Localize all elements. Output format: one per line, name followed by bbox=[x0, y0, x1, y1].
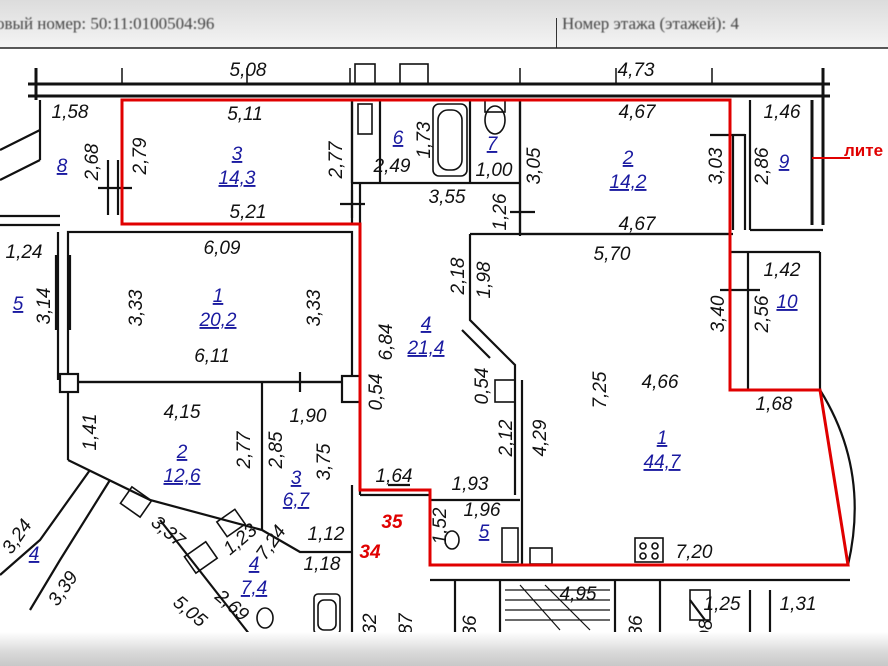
dim-d33: 7,25 bbox=[590, 371, 611, 408]
floor-number-text: Номер этажа (этажей): 4 bbox=[562, 14, 739, 33]
cadastral-number-text: овый номер: 50:11:0100504:96 bbox=[0, 14, 215, 33]
dim-d51: 1,12 bbox=[308, 524, 345, 545]
dim-d27: 3,40 bbox=[708, 295, 729, 332]
room-4-low-number: 4 bbox=[249, 554, 260, 575]
room-6-number: 6 bbox=[393, 128, 404, 149]
dim-d35: 4,15 bbox=[164, 402, 201, 423]
dim-top-2: 4,73 bbox=[618, 60, 655, 81]
dim-d30: 6,11 bbox=[194, 346, 230, 367]
room-3-low-area: 6,7 bbox=[283, 490, 311, 511]
dim-d43: 4,29 bbox=[530, 419, 551, 456]
dim-d59: 1,25 bbox=[704, 594, 741, 615]
room-9-number: 9 bbox=[779, 152, 790, 173]
dim-d28: 2,56 bbox=[752, 295, 773, 333]
dim-d8: 1,73 bbox=[414, 121, 435, 158]
room-1-main-area: 44,7 bbox=[644, 452, 682, 473]
dim-d24: 3,33 bbox=[126, 289, 147, 326]
room-3-low-number: 3 bbox=[291, 468, 302, 489]
room-4-hall-number: 4 bbox=[421, 314, 432, 335]
dim-d25: 3,33 bbox=[304, 289, 325, 326]
room-7-number: 7 bbox=[487, 134, 499, 155]
dim-d10: 1,00 bbox=[476, 160, 513, 181]
dim-d5: 2,68 bbox=[82, 143, 103, 181]
dim-d20: 5,70 bbox=[594, 244, 631, 265]
side-label: лите bbox=[844, 141, 883, 160]
dim-d63: 36 bbox=[460, 615, 481, 637]
dim-d48: 3,37 bbox=[147, 512, 190, 553]
room-2-number: 2 bbox=[622, 148, 634, 169]
dim-d18: 1,24 bbox=[6, 242, 43, 263]
dim-top-1: 5,08 bbox=[230, 60, 267, 81]
room-3-area: 14,3 bbox=[219, 168, 256, 189]
header-divider bbox=[556, 18, 557, 48]
dim-d62: 87 bbox=[396, 612, 417, 635]
dim-d22: 1,98 bbox=[474, 261, 495, 298]
dim-d41: 3,75 bbox=[314, 443, 335, 480]
dim-d58: 4,95 bbox=[560, 584, 597, 605]
room-1-left-number: 1 bbox=[213, 286, 224, 307]
dim-d46: 1,96 bbox=[464, 500, 501, 521]
dim-d21: 2,18 bbox=[448, 257, 469, 295]
room-5-left-number: 5 bbox=[13, 294, 24, 315]
dim-d9: 2,49 bbox=[373, 156, 411, 177]
room-2-area: 14,2 bbox=[610, 172, 647, 193]
dim-d54: 3,39 bbox=[44, 567, 83, 610]
dim-d7: 2,77 bbox=[326, 140, 347, 179]
dim-d23: 3,14 bbox=[34, 288, 55, 325]
dim-d17: 4,67 bbox=[619, 214, 657, 235]
dim-d15: 5,21 bbox=[230, 202, 267, 223]
dim-d60: 1,31 bbox=[780, 594, 817, 615]
dim-d31: 0,54 bbox=[366, 374, 387, 411]
dim-d40: 2,85 bbox=[266, 431, 287, 469]
dim-d39: 2,77 bbox=[234, 430, 255, 469]
dim-d13: 2,86 bbox=[752, 147, 773, 185]
dim-d29: 6,84 bbox=[376, 324, 397, 361]
dim-d16: 1,26 bbox=[490, 193, 511, 230]
room-2-low-area: 12,6 bbox=[164, 466, 201, 487]
room-5-bath-number: 5 bbox=[479, 522, 490, 543]
dim-d1: 1,58 bbox=[52, 102, 89, 123]
dim-d57: 7,20 bbox=[676, 542, 713, 563]
room-4-low-area: 7,4 bbox=[241, 578, 267, 599]
dim-d11: 3,05 bbox=[524, 147, 545, 184]
dim-d47: 1,52 bbox=[430, 507, 451, 544]
dim-d19: 6,09 bbox=[204, 238, 241, 259]
dim-d38: 1,68 bbox=[756, 394, 793, 415]
dim-d45: 1,93 bbox=[452, 474, 489, 495]
dim-d6: 2,79 bbox=[130, 137, 151, 175]
dim-d44: 1,64 bbox=[376, 466, 413, 487]
dim-d2: 5,11 bbox=[227, 104, 263, 125]
marker-34: 34 bbox=[359, 542, 381, 563]
room-10-number: 10 bbox=[776, 292, 798, 313]
dim-d36: 1,90 bbox=[290, 406, 327, 427]
room-2-low-number: 2 bbox=[176, 442, 188, 463]
room-4-hall-area: 21,4 bbox=[407, 338, 445, 359]
room-1-main-number: 1 bbox=[657, 428, 668, 449]
dim-d56: 5,05 bbox=[169, 592, 211, 632]
dim-d52: 1,18 bbox=[304, 554, 341, 575]
dim-d12: 3,03 bbox=[706, 147, 727, 184]
dim-d64: 36 bbox=[626, 615, 647, 637]
document-header-strip: овый номер: 50:11:0100504:96 Номер этажа… bbox=[0, 0, 888, 48]
dim-d3: 4,67 bbox=[619, 102, 657, 123]
apartment-boundary bbox=[120, 98, 850, 567]
dim-d34: 4,66 bbox=[642, 372, 679, 393]
dim-d4: 1,46 bbox=[764, 102, 801, 123]
room-8-number: 8 bbox=[57, 156, 68, 177]
dim-d37: 1,41 bbox=[80, 414, 101, 451]
room-1-left-area: 20,2 bbox=[199, 310, 237, 331]
dim-d32: 0,54 bbox=[472, 368, 493, 405]
dim-d42: 2,12 bbox=[496, 419, 517, 457]
bottom-blur-strip bbox=[0, 632, 888, 666]
dim-d26: 1,42 bbox=[764, 260, 801, 281]
dim-d14: 3,55 bbox=[429, 187, 466, 208]
room-4-left-number: 4 bbox=[29, 544, 40, 565]
marker-35: 35 bbox=[381, 512, 403, 533]
dim-d61: 32 bbox=[360, 613, 381, 635]
room-3-number: 3 bbox=[232, 144, 243, 165]
